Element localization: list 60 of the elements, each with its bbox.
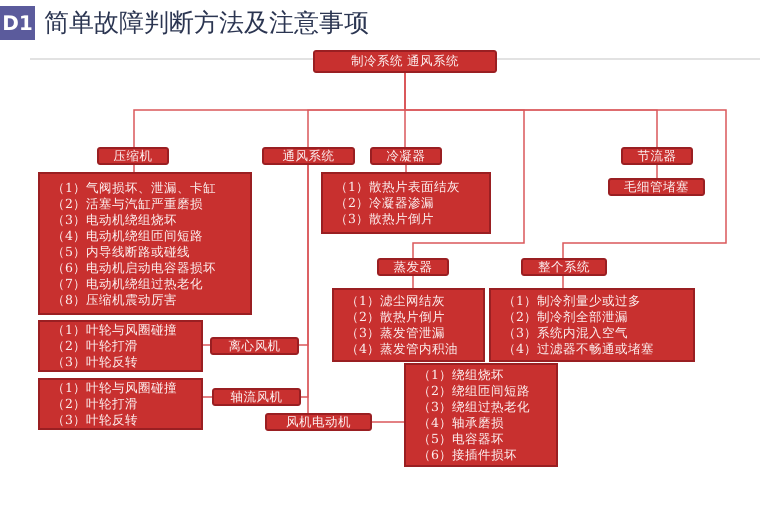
connector-line bbox=[412, 276, 414, 288]
category-box: 冷凝器 bbox=[370, 147, 442, 165]
fault-list-box bbox=[38, 378, 203, 430]
fault-item: （3）系统内混入空气 bbox=[503, 325, 629, 341]
fault-list-box bbox=[404, 363, 558, 467]
fault-item: （3）电动机绕组烧坏 bbox=[52, 212, 178, 228]
fault-item: （1）散热片表面结灰 bbox=[335, 179, 461, 195]
fault-item: （3）绕组过热老化 bbox=[418, 399, 531, 415]
fault-item: （2）叶轮打滑 bbox=[52, 338, 139, 354]
fault-item: （8）压缩机震动厉害 bbox=[52, 292, 178, 308]
fault-item: （2）绕组匝间短路 bbox=[418, 383, 531, 399]
category-box: 风机电动机 bbox=[265, 413, 372, 431]
section-number: D1 bbox=[0, 6, 35, 40]
fault-item: （1）气阀损坏、泄漏、卡缸 bbox=[52, 180, 217, 196]
fault-item: （1）叶轮与风圈碰撞 bbox=[52, 380, 178, 396]
category-box: 通风系统 bbox=[262, 147, 355, 165]
fault-item: （1）制冷剂量少或过多 bbox=[503, 293, 642, 309]
fault-list-box bbox=[38, 320, 203, 372]
category-box: 离心风机 bbox=[210, 337, 299, 355]
category-box: 节流器 bbox=[621, 147, 693, 165]
connector-line bbox=[307, 165, 309, 413]
connector-line bbox=[656, 165, 658, 178]
fault-item: （2）叶轮打滑 bbox=[52, 396, 139, 412]
category-box: 蒸发器 bbox=[377, 258, 449, 276]
fault-item: （3）叶轮反转 bbox=[52, 412, 139, 428]
category-box: 压缩机 bbox=[97, 147, 169, 165]
fault-item: （1）绕组烧坏 bbox=[418, 367, 505, 383]
fault-item: （4）过滤器不畅通或堵塞 bbox=[503, 341, 655, 357]
fault-item: （4）电动机绕组匝间短路 bbox=[52, 228, 204, 244]
connector-line bbox=[203, 396, 212, 398]
category-box: 制冷系统 通风系统 bbox=[313, 50, 497, 73]
fault-item: （5）电容器坏 bbox=[418, 431, 505, 447]
connector-line bbox=[203, 344, 210, 346]
connector-line bbox=[405, 165, 407, 172]
fault-item: （7）电动机绕组过热老化 bbox=[52, 276, 204, 292]
category-box: 整个系统 bbox=[521, 258, 607, 276]
fault-item: （2）制冷剂全部泄漏 bbox=[503, 309, 629, 325]
fault-list-box bbox=[38, 172, 252, 315]
fault-item: （2）活塞与汽缸严重磨损 bbox=[52, 196, 204, 212]
fault-item: （2）散热片倒片 bbox=[346, 309, 446, 325]
fault-list-box bbox=[489, 288, 695, 362]
fault-item: （1）叶轮与风圈碰撞 bbox=[52, 322, 178, 338]
fault-item: （3）散热片倒片 bbox=[335, 211, 435, 227]
fault-item: （6）接插件损坏 bbox=[418, 447, 518, 463]
fault-item: （1）滤尘网结灰 bbox=[346, 293, 446, 309]
connector-line bbox=[372, 421, 404, 423]
fault-item: （4）蒸发管内积油 bbox=[346, 341, 459, 357]
fault-list-box bbox=[332, 288, 485, 362]
category-box: 毛细管堵塞 bbox=[608, 178, 705, 196]
page-title: 简单故障判断方法及注意事项 bbox=[44, 7, 369, 39]
fault-item: （4）轴承磨损 bbox=[418, 415, 505, 431]
fault-list-box bbox=[321, 172, 491, 234]
connector-line bbox=[133, 165, 135, 172]
fault-item: （3）叶轮反转 bbox=[52, 354, 139, 370]
category-box: 轴流风机 bbox=[212, 388, 301, 406]
fault-item: （2）冷凝器渗漏 bbox=[335, 195, 435, 211]
fault-item: （3）蒸发管泄漏 bbox=[346, 325, 446, 341]
fault-item: （6）电动机启动电容器损坏 bbox=[52, 260, 217, 276]
fault-item: （5）内导线断路或碰线 bbox=[52, 244, 191, 260]
connector-line bbox=[562, 276, 564, 288]
